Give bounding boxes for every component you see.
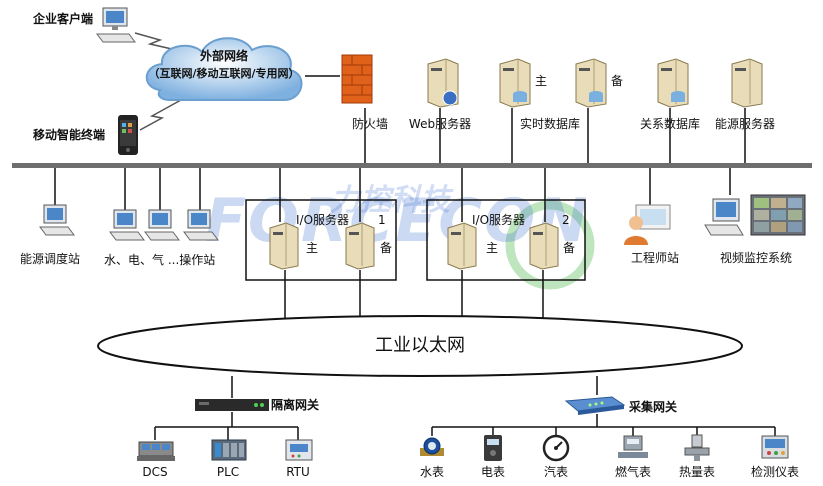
video-system-label: 视频监控系统 (719, 251, 793, 265)
cloud-title: 外部网络 (199, 49, 249, 63)
io-server-1-label: I/O服务器 (296, 213, 350, 227)
ethernet-ellipse (97, 315, 743, 377)
io-server-2-primary-icon (447, 222, 477, 270)
collection-gateway-label: 采集网关 (629, 400, 678, 414)
realtime-db-backup-mark: 备 (611, 74, 624, 88)
main-bus (12, 163, 812, 168)
energy-server-label: 能源服务器 (714, 117, 776, 131)
io-server-2-backup-icon (529, 222, 559, 270)
realtime-db-label: 实时数据库 (519, 117, 581, 131)
firewall-icon (341, 54, 373, 104)
web-server-icon (427, 58, 459, 108)
isolation-gateway-label: 隔离网关 (271, 398, 320, 412)
meter-electric-label: 电表 (480, 465, 506, 479)
cloud-subtitle: （互联网/移动互联网/专用网） (148, 67, 300, 80)
engineer-icon (624, 204, 671, 245)
meter-steam-label: 汽表 (543, 465, 569, 479)
electric-meter-icon (484, 435, 502, 461)
meter-heat-label: 热量表 (678, 465, 716, 479)
ethernet-label: 工业以太网 (375, 335, 465, 356)
realtime-db-server-backup-icon (575, 58, 607, 108)
isolation-gateway-icon (195, 399, 269, 411)
web-server-label: Web服务器 (408, 117, 472, 131)
link-mobile-cloud (139, 94, 191, 131)
operator-workstation-icon (144, 209, 180, 241)
io-server-2-primary-mark: 主 (486, 241, 499, 255)
workstation-icon (39, 204, 75, 236)
test-instrument-icon (761, 435, 789, 459)
enterprise-client-label: 企业客户端 (33, 12, 94, 26)
heat-meter-icon (684, 434, 710, 461)
io-server-1-number: 1 (378, 213, 386, 227)
dcs-console-icon (137, 441, 175, 461)
water-meter-icon (420, 437, 444, 456)
operator-workstation-icon (183, 209, 219, 241)
operator-station-label: 水、电、气 ...操作站 (104, 253, 216, 267)
cloud-icon (145, 37, 303, 101)
device-rtu-label: RTU (286, 465, 310, 479)
gas-meter-icon (618, 435, 648, 458)
operator-workstation-icon (109, 209, 145, 241)
io-server-2-label: I/O服务器 (472, 213, 526, 227)
relational-db-label: 关系数据库 (639, 117, 701, 131)
device-plc-label: PLC (216, 465, 240, 479)
mobile-terminal-label: 移动智能终端 (33, 128, 106, 142)
io-server-2-number: 2 (562, 213, 570, 227)
meter-gas-label: 燃气表 (614, 465, 652, 479)
relational-db-server-icon (657, 58, 689, 108)
io-server-2-backup-mark: 备 (563, 241, 576, 255)
desktop-pc-icon (96, 7, 136, 43)
plc-icon (211, 439, 247, 461)
steam-gauge-icon (542, 434, 570, 462)
realtime-db-server-primary-icon (499, 58, 531, 108)
dispatch-station-label: 能源调度站 (19, 252, 81, 266)
io-server-1-backup-mark: 备 (380, 241, 393, 255)
realtime-db-primary-mark: 主 (535, 74, 548, 88)
device-dcs-label: DCS (142, 465, 168, 479)
video-surveillance-icon (704, 194, 806, 236)
rtu-icon (285, 439, 313, 461)
firewall-label: 防火墙 (351, 117, 389, 131)
mobile-phone-icon (118, 115, 138, 155)
energy-server-icon (731, 58, 763, 108)
engineer-station-label: 工程师站 (630, 251, 680, 265)
io-server-1-primary-mark: 主 (306, 241, 319, 255)
collection-gateway-icon (564, 396, 626, 415)
link-client-cloud (134, 32, 186, 53)
io-server-1-box (245, 199, 397, 281)
io-server-1-backup-icon (345, 222, 375, 270)
meter-water-label: 水表 (419, 465, 445, 479)
meter-instrument-label: 检测仪表 (750, 465, 800, 479)
io-server-2-box (426, 199, 586, 281)
io-server-1-primary-icon (269, 222, 299, 270)
